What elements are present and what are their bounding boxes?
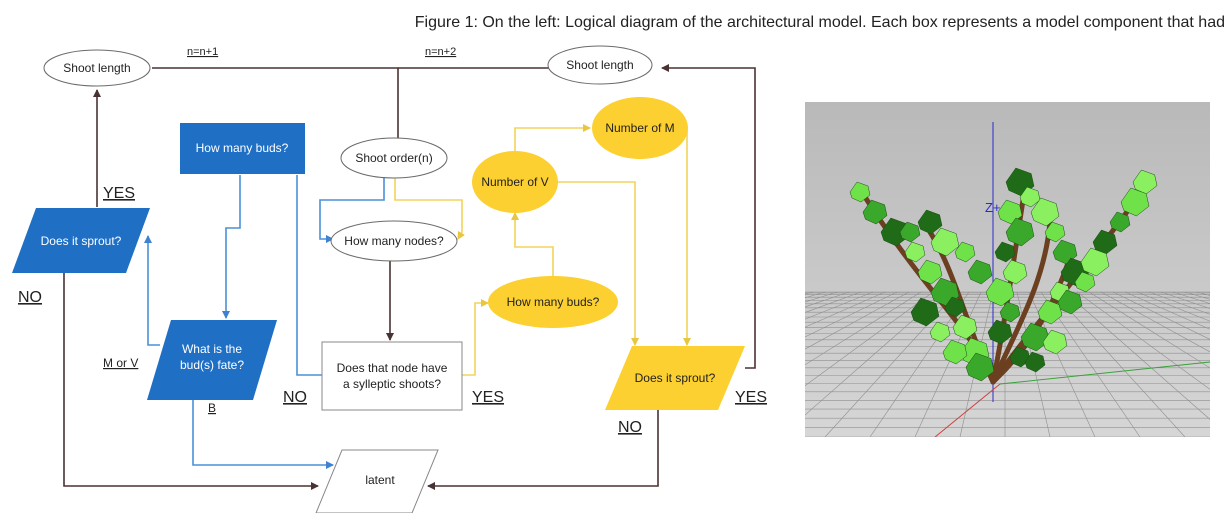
plant-leaf bbox=[1057, 289, 1083, 315]
plant-leaf bbox=[917, 259, 943, 285]
plant-leaf bbox=[987, 319, 1013, 345]
plant-leaf bbox=[1030, 197, 1060, 227]
plant-leaf bbox=[1120, 187, 1150, 217]
plant-leaf bbox=[1002, 259, 1028, 285]
how-many-buds-blue-node: How many buds? bbox=[180, 123, 305, 174]
how-many-nodes-node: How many nodes? bbox=[330, 220, 458, 262]
does-it-sprout-yellow-text: Does it sprout? bbox=[635, 371, 716, 385]
plant-leaf bbox=[965, 352, 995, 382]
plant-leaf bbox=[954, 241, 976, 263]
grid-line bbox=[805, 291, 886, 328]
number-of-v-node: Number of V bbox=[472, 151, 558, 213]
grid-line bbox=[1112, 291, 1210, 340]
how-many-buds-yellow-node: How many buds? bbox=[488, 276, 618, 328]
label-yes-middle: YES bbox=[472, 389, 504, 406]
grid-line bbox=[914, 291, 982, 437]
plant-leaf bbox=[1042, 329, 1068, 355]
yellow-connectors bbox=[394, 124, 691, 376]
sylleptic-node: Does that node have a sylleptic shoots? bbox=[321, 341, 463, 411]
grid-line bbox=[1100, 291, 1210, 353]
grid-line bbox=[805, 291, 910, 350]
grid-line bbox=[805, 291, 934, 387]
plant-leaf bbox=[904, 241, 926, 263]
grid-line bbox=[1088, 291, 1210, 369]
plant-leaf bbox=[1044, 221, 1066, 243]
shoot-length-right-node: Shoot length bbox=[547, 45, 653, 85]
plant-leaf bbox=[944, 296, 966, 318]
plant-model bbox=[849, 167, 1158, 385]
grid-line bbox=[805, 291, 898, 338]
does-it-sprout-yellow-node: Does it sprout? bbox=[605, 346, 745, 410]
plant-leaf bbox=[942, 339, 968, 365]
plant-leaf bbox=[999, 301, 1021, 323]
plant-leaf bbox=[910, 297, 940, 327]
grid-line bbox=[1124, 291, 1210, 330]
label-n-plus-2: n=n+2 bbox=[425, 46, 456, 58]
label-no-right: NO bbox=[618, 419, 642, 436]
number-of-m-node: Number of M bbox=[592, 97, 688, 159]
plant-leaf bbox=[862, 199, 888, 225]
label-no-left: NO bbox=[18, 289, 42, 306]
plant-leaf bbox=[849, 181, 871, 203]
shoot-order-node: Shoot order(n) bbox=[340, 137, 448, 179]
grid-line bbox=[805, 291, 922, 366]
grid-line bbox=[1052, 291, 1186, 437]
plant-leaf bbox=[1005, 217, 1035, 247]
number-of-m-text: Number of M bbox=[605, 121, 674, 135]
plant-leaf bbox=[1132, 169, 1158, 195]
plant-leaf bbox=[1037, 299, 1063, 325]
plant-leaf bbox=[1109, 211, 1131, 233]
how-many-buds-yellow-text: How many buds? bbox=[507, 295, 600, 309]
label-b: B bbox=[208, 401, 216, 415]
does-it-sprout-blue-node: Does it sprout? bbox=[12, 208, 150, 273]
plant-leaf bbox=[899, 221, 921, 243]
grid-line bbox=[805, 291, 874, 320]
plant-branch bbox=[990, 219, 1053, 385]
shoot-length-right-text: Shoot length bbox=[566, 58, 633, 72]
plant-leaf bbox=[1024, 351, 1046, 373]
bud-fate-text-1: What is the bbox=[182, 342, 242, 356]
figure-caption: Figure 1: On the left: Logical diagram o… bbox=[414, 14, 1225, 31]
label-m-or-v: M or V bbox=[103, 356, 138, 370]
plant-leaf bbox=[1092, 229, 1118, 255]
blue-connectors bbox=[144, 175, 385, 469]
x-axis-line bbox=[934, 383, 1001, 437]
shoot-length-left-node: Shoot length bbox=[43, 49, 151, 87]
z-axis-label: Z+ bbox=[985, 200, 1001, 215]
shoot-order-text: Shoot order(n) bbox=[355, 151, 432, 165]
does-it-sprout-blue-text: Does it sprout? bbox=[41, 234, 122, 248]
latent-node: latent bbox=[315, 449, 439, 513]
label-yes-right: YES bbox=[735, 389, 767, 406]
plant-leaf bbox=[967, 259, 993, 285]
how-many-nodes-text: How many nodes? bbox=[344, 234, 444, 248]
plant-leaf bbox=[1074, 271, 1096, 293]
plant-leaf bbox=[1080, 247, 1110, 277]
sylleptic-text-2: a sylleptic shoots? bbox=[343, 377, 441, 391]
plant-leaf bbox=[985, 277, 1015, 307]
label-yes-left: YES bbox=[103, 185, 135, 202]
flowchart: Shoot length Shoot length How many buds?… bbox=[12, 45, 767, 513]
label-n-plus-1: n=n+1 bbox=[187, 46, 218, 58]
plant-leaf bbox=[929, 321, 951, 343]
plant-3d-viewport: Z+ bbox=[805, 102, 1210, 437]
grid-line bbox=[1064, 291, 1210, 420]
how-many-buds-blue-text: How many buds? bbox=[196, 141, 289, 155]
label-no-middle: NO bbox=[283, 389, 307, 406]
plant-leaf bbox=[994, 241, 1016, 263]
number-of-v-text: Number of V bbox=[481, 175, 548, 189]
dark-connectors bbox=[63, 64, 756, 490]
bud-fate-text-2: bud(s) fate? bbox=[180, 358, 244, 372]
grid-line bbox=[1076, 291, 1210, 390]
y-axis-line bbox=[999, 361, 1210, 385]
grid-line bbox=[1136, 291, 1210, 322]
plant-leaf bbox=[952, 314, 978, 340]
sylleptic-text-1: Does that node have bbox=[337, 361, 448, 375]
shoot-length-left-text: Shoot length bbox=[63, 61, 130, 75]
bud-fate-node: What is the bud(s) fate? bbox=[147, 320, 277, 400]
latent-text: latent bbox=[365, 473, 395, 487]
plant-leaf bbox=[917, 209, 943, 235]
